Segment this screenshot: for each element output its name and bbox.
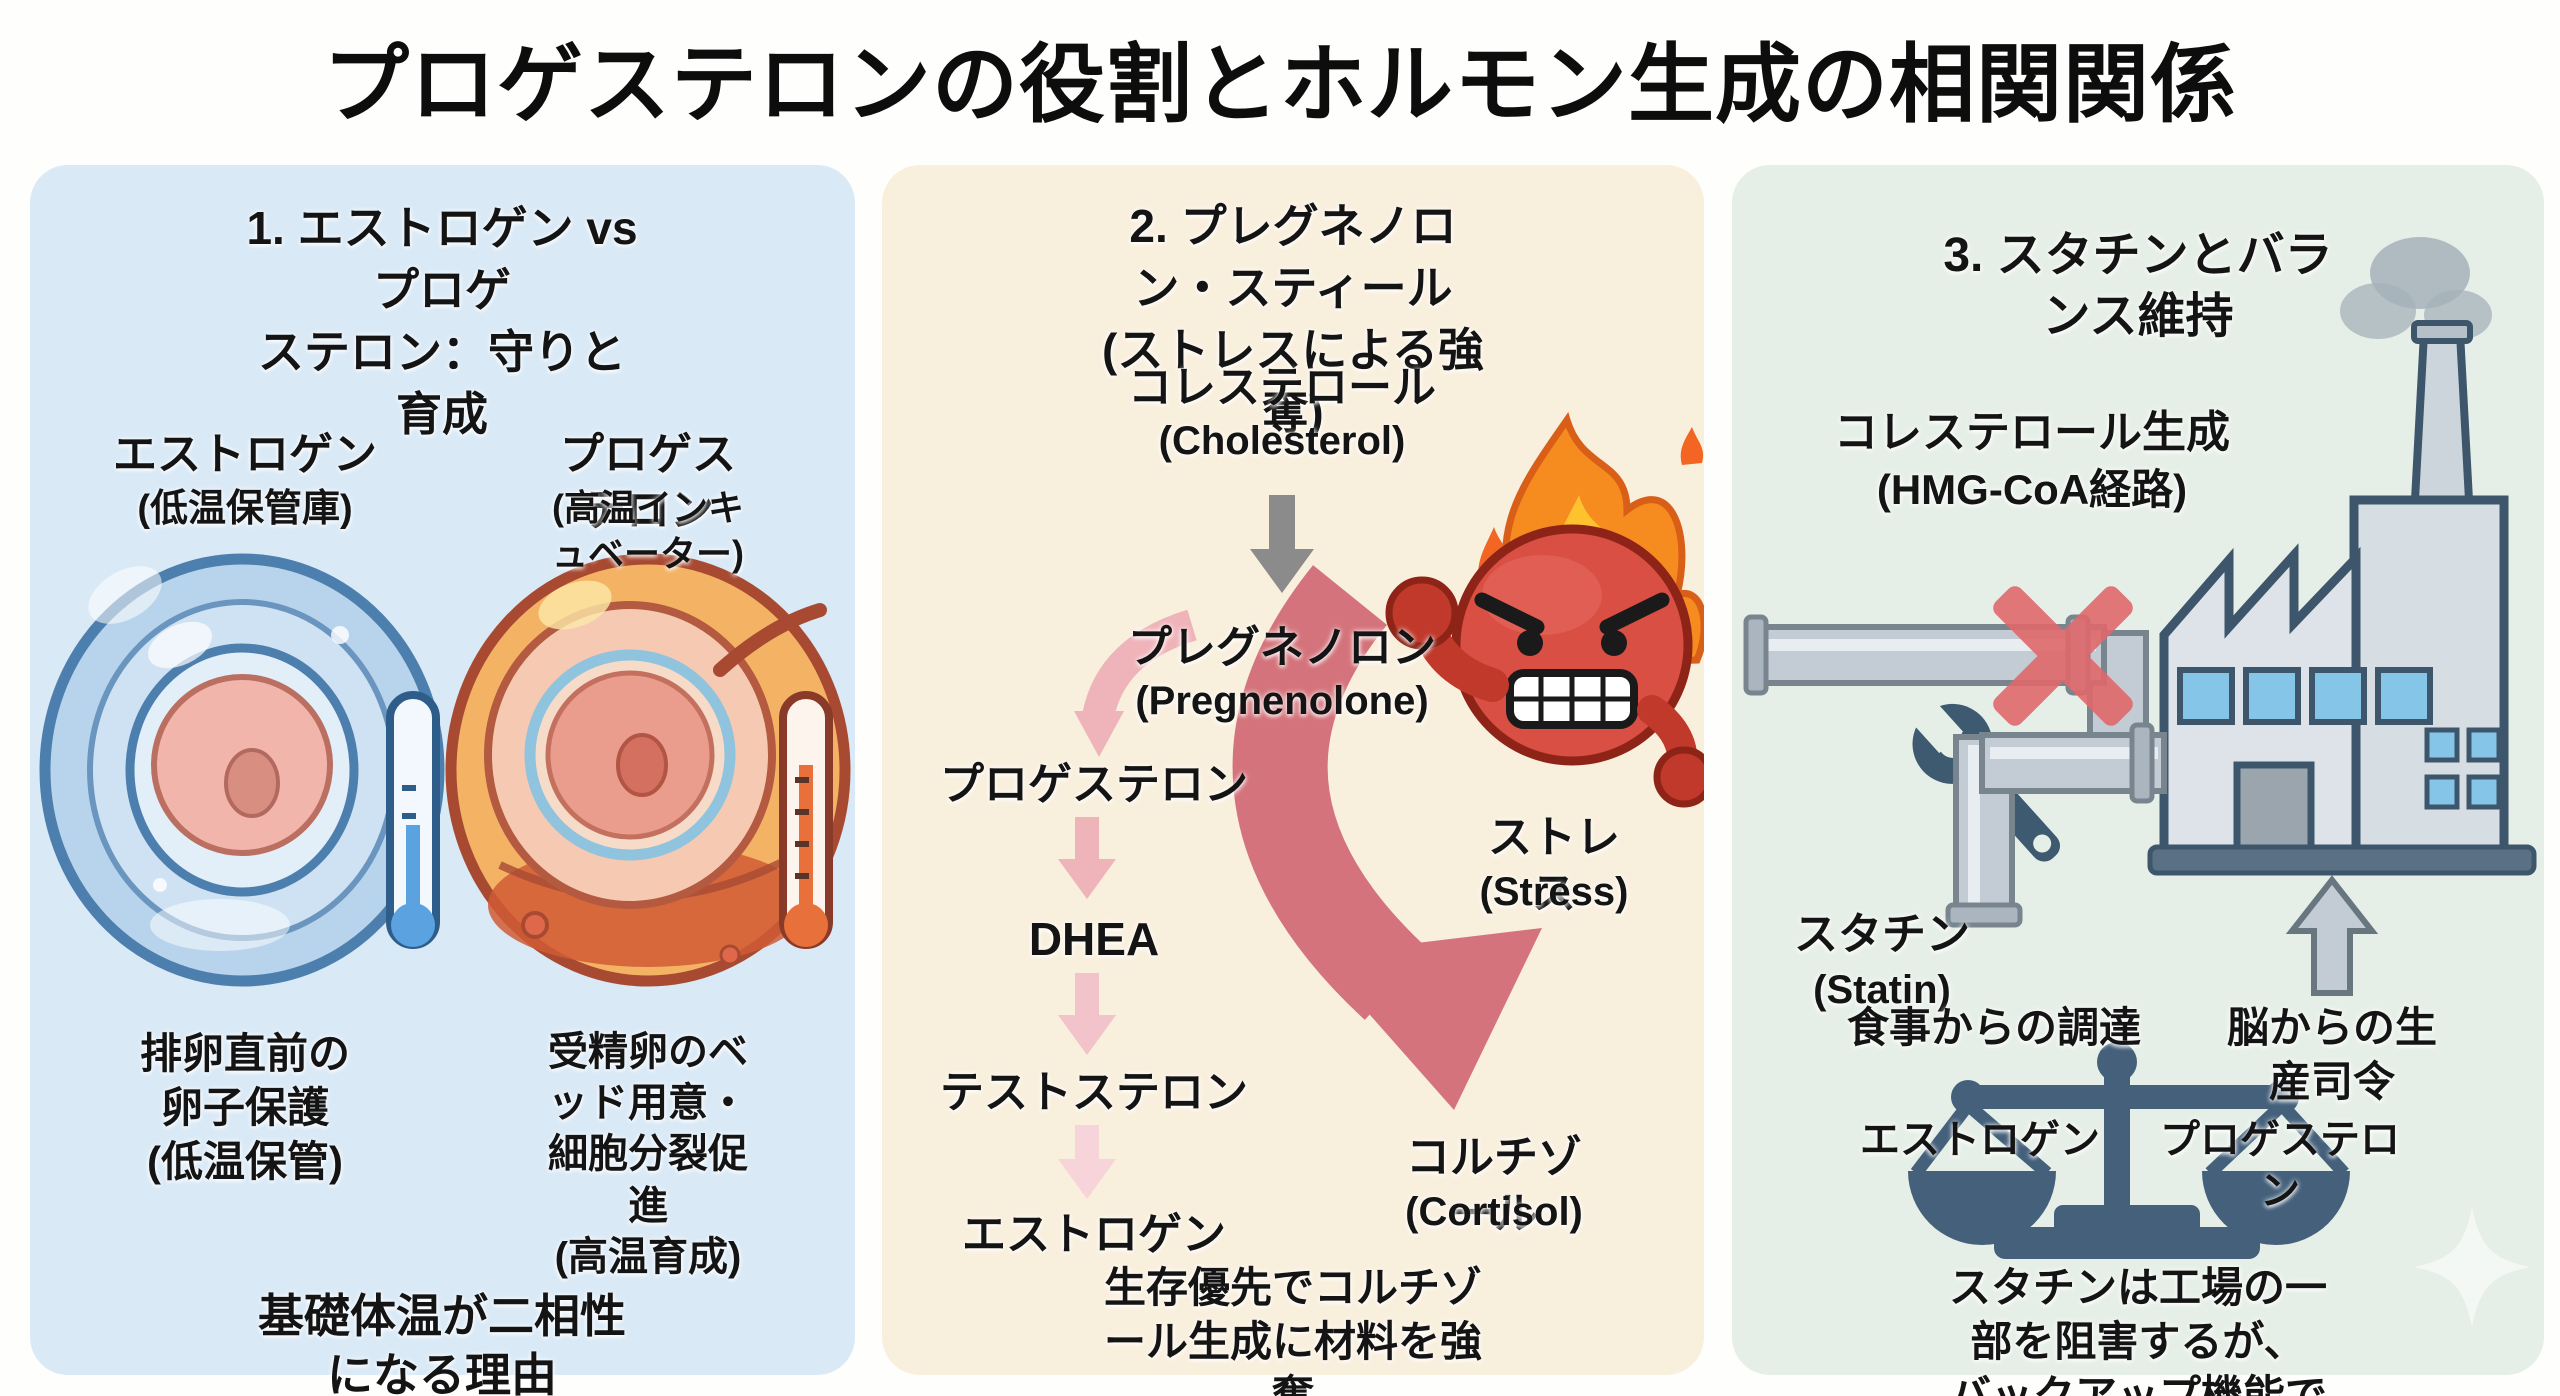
- progesterone-sublabel: (高温インキュベーター): [552, 487, 744, 575]
- stress-en-label: (Stress): [1479, 870, 1629, 914]
- progesterone-label: プロゲステロン: [560, 430, 736, 536]
- warm-thermometer-icon: [779, 691, 833, 949]
- sparkle-watermark-icon: [2414, 1207, 2530, 1327]
- brain-signal-arrow-icon: [2285, 875, 2379, 996]
- factory-icon: [2147, 237, 2537, 876]
- warm-cell-icon: [445, 553, 851, 987]
- hmg-coa-label: (HMG-CoA経路): [1876, 466, 2188, 513]
- scale-estrogen-label: エストロゲン: [1860, 1118, 2100, 1162]
- chain-arrow-icon: [1058, 973, 1116, 1055]
- balance-scale-icon: [1908, 1042, 2350, 1259]
- curved-pink-arrow-icon: [1074, 609, 1197, 757]
- chain-item-estrogen: エストロゲン: [962, 1210, 1226, 1259]
- estrogen-role-text: 排卵直前の 卵子保護 (低温保管): [139, 1030, 351, 1185]
- scale-progesterone-label: プロゲステロン: [2160, 1118, 2400, 1214]
- pregnenolone-label: プレグネノロン: [1128, 623, 1436, 672]
- panel3-illustration: [1743, 237, 2537, 1327]
- panel-statin-balance: 3. スタチンとバランス維持 コレステロール生成 (HMG-CoA経路) スタチ…: [1732, 165, 2544, 1396]
- steal-arrow-icon: [1232, 565, 1542, 1110]
- statin-en-label: (Statin): [1813, 968, 1951, 1012]
- panel2-illustration: [1058, 412, 1704, 1199]
- estrogen-label: エストロゲン: [113, 430, 377, 479]
- cholesterol-label: コレステロール: [1128, 363, 1436, 412]
- panel3-note: スタチンは工場の一部を阻害するが、 バックアップ機能で全体の枯渇は回避: [1948, 1264, 2327, 1396]
- chain-arrow-icon: [1058, 1125, 1116, 1199]
- chain-item-progesterone: プロゲステロン: [940, 760, 1248, 809]
- estrogen-sublabel: (低温保管庫): [137, 488, 353, 530]
- pregnenolone-en-label: (Pregnenolone): [1135, 679, 1429, 723]
- cortisol-en-label: (Cortisol): [1405, 1190, 1583, 1234]
- diet-source-label: 食事からの調達: [1846, 1004, 2142, 1051]
- diet-pipe-icon: [1945, 722, 2167, 928]
- cholesterol-en-label: (Cholesterol): [1158, 419, 1406, 463]
- progesterone-role-text: 受精卵のベッド用意・ 細胞分裂促進 (高温育成): [548, 1030, 748, 1279]
- down-arrow-icon: [1250, 495, 1314, 593]
- panel1-illustration: [39, 553, 851, 987]
- cholesterol-gen-label: コレステロール生成: [1834, 408, 2230, 457]
- panel1-note: 基礎体温が二相性になる理由: [258, 1290, 626, 1396]
- chain-item-testosterone: テストステロン: [940, 1068, 1248, 1117]
- panel3-header: 3. スタチンとバランス維持: [1943, 229, 2333, 344]
- panel2-note: 生存優先でコルチゾール生成に材料を強奪 → 性ホルモン生成が後回し: [1103, 1264, 1482, 1396]
- page-title: プロゲステロンの役割とホルモン生成の相関関係: [323, 37, 2237, 133]
- panel1-header: 1. エストロゲン vs プロゲ ステロン：守りと育成: [246, 202, 638, 441]
- blocked-x-icon: [1993, 586, 2133, 726]
- chain-item-dhea: DHEA: [1028, 913, 1160, 965]
- panel-estrogen-vs-progesterone: 1. エストロゲン vs プロゲ ステロン：守りと育成 エストロゲン (低温保管…: [30, 165, 855, 1396]
- stress-label: ストレス: [1488, 813, 1620, 919]
- cortisol-label: コルチゾール: [1406, 1133, 1582, 1239]
- panel2-header: 2. プレグネノロン・スティール (ストレスによる強奪): [1102, 200, 1484, 439]
- cold-thermometer-icon: [386, 691, 440, 949]
- cold-cell-icon: [39, 553, 445, 987]
- brain-command-label: 脳からの生産司令: [2226, 1004, 2437, 1105]
- stress-monster-icon: [1385, 412, 1704, 808]
- statin-label: スタチン: [1794, 910, 1970, 959]
- chain-arrow-icon: [1058, 817, 1116, 899]
- panel-pregnenolone-steal: 2. プレグネノロン・スティール (ストレスによる強奪) コレステロール (Ch…: [882, 165, 1704, 1396]
